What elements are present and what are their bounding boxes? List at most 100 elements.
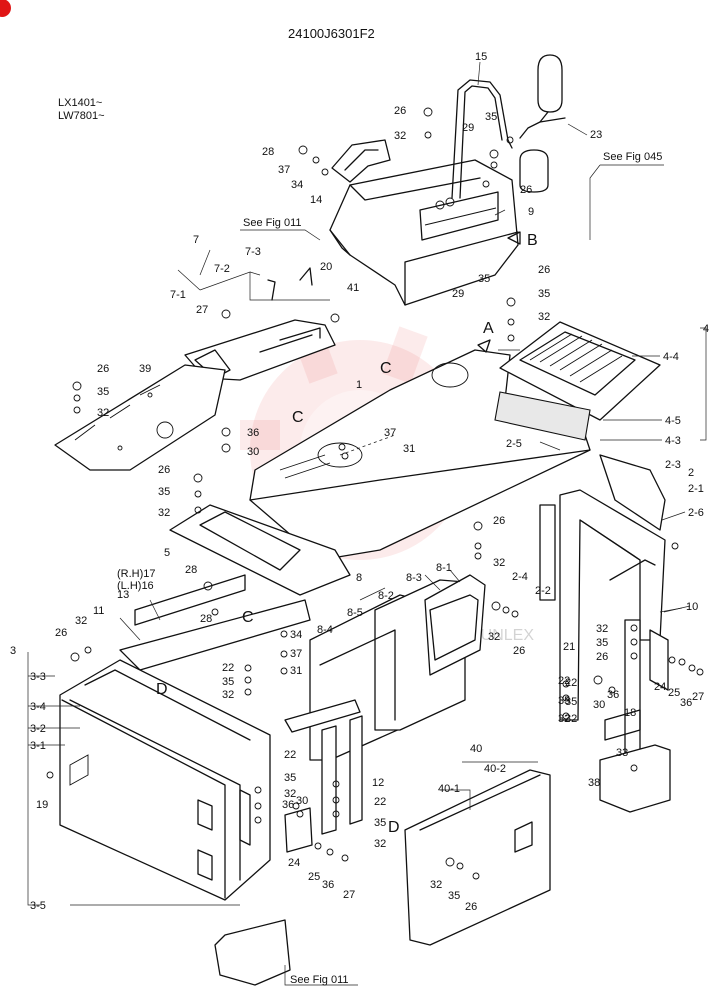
part-label: 32: [222, 689, 234, 701]
part-label: 35: [485, 111, 497, 123]
part-label: 35: [158, 486, 170, 498]
part-label: 29: [462, 122, 474, 134]
front-post: [284, 699, 363, 853]
part-label: 26: [493, 515, 505, 527]
knob-7-3: [267, 279, 276, 301]
drawing-number: 24100J6301F2: [288, 26, 375, 41]
part-label: 40-2: [484, 763, 506, 775]
part-label: 31: [290, 665, 302, 677]
model-2: LW7801~: [58, 110, 105, 122]
part-label: 2-2: [535, 585, 551, 597]
part-label: 14: [310, 194, 322, 206]
part-label: 33: [616, 747, 628, 759]
part-label: 41: [347, 282, 359, 294]
part-label: 13: [117, 589, 129, 601]
cover-plate: [169, 504, 351, 596]
part-label: 26: [465, 901, 477, 913]
part-label: 35: [448, 890, 460, 902]
grab-handle: [451, 79, 513, 199]
part-label: 32: [538, 311, 550, 323]
part-label: 32: [284, 788, 296, 800]
part-label: 35: [284, 772, 296, 784]
view-marker-d2: D: [388, 819, 400, 836]
leader-lines: [27, 61, 707, 906]
part-label: 36: [607, 689, 619, 701]
part-label: 7-1: [170, 289, 186, 301]
part-label: 28: [200, 613, 212, 625]
part-label: 30: [247, 446, 259, 458]
part-label: 25: [308, 871, 320, 883]
part-label: 19: [36, 799, 48, 811]
part-label: 26: [394, 105, 406, 117]
part-label: 22: [284, 749, 296, 761]
part-label: 28: [262, 146, 274, 158]
view-marker-c1: C: [380, 360, 392, 377]
part-label: 24: [288, 857, 300, 869]
part-label: 26: [538, 264, 550, 276]
part-label: 32: [374, 838, 386, 850]
part-label: 21: [563, 641, 575, 653]
ref-fig-011-bottom: See Fig 011: [290, 974, 349, 986]
part-label: 26: [513, 645, 525, 657]
part-label: 1: [356, 379, 362, 391]
arrow-b-icon: [507, 231, 521, 245]
part-label: 35: [596, 637, 608, 649]
part-label: 32: [488, 631, 500, 643]
ref-fig-011-top: See Fig 011: [243, 217, 302, 229]
part-label: 2-3: [665, 459, 681, 471]
part-label: 30: [296, 795, 308, 807]
part-label: 26: [158, 464, 170, 476]
view-marker-c3: C: [242, 609, 254, 626]
part-label: 35: [565, 696, 577, 708]
cap-20: [299, 267, 313, 286]
part-label: 2-5: [506, 438, 522, 450]
part-label: 2: [688, 467, 694, 479]
part-label: 26: [520, 184, 532, 196]
part-label: 36: [247, 427, 259, 439]
part-label: 8-4: [317, 624, 333, 636]
part-label: 32: [596, 623, 608, 635]
part-label: 7-2: [214, 263, 230, 275]
part-label: 9: [528, 206, 534, 218]
part-label: 20: [320, 261, 332, 273]
base-frame: [214, 919, 291, 986]
part-label: 5: [164, 547, 170, 559]
part-label: 38: [588, 777, 600, 789]
part-label: 8-1: [436, 562, 452, 574]
part-label: 32: [558, 713, 570, 725]
part-label: 36: [322, 879, 334, 891]
part-label: 3: [10, 645, 16, 657]
part-label: 23: [590, 129, 602, 141]
part-label: 2-1: [688, 483, 704, 495]
part-label: 2-4: [512, 571, 528, 583]
part-label: 35: [478, 273, 490, 285]
view-marker-d1: D: [156, 681, 168, 698]
part-label: 36: [680, 697, 692, 709]
part-label: 12: [372, 777, 384, 789]
part-label: 3-4: [30, 701, 46, 713]
part-label: 40: [470, 743, 482, 755]
part-label: 37: [290, 648, 302, 660]
part-label: 27: [692, 691, 704, 703]
part-label: 18: [624, 707, 636, 719]
part-label: (R.H)17: [117, 568, 156, 580]
part-label: 3-2: [30, 723, 46, 735]
part-label: 31: [403, 443, 415, 455]
reservoir-tank: [519, 54, 566, 193]
part-label: 2-6: [688, 507, 704, 519]
fasteners: [46, 107, 704, 880]
part-label: 32: [97, 407, 109, 419]
part-label: 37: [384, 427, 396, 439]
floor-plate: [54, 364, 226, 471]
part-label: 32: [75, 615, 87, 627]
part-label: 32: [493, 557, 505, 569]
part-label: 26: [55, 627, 67, 639]
part-label: 4: [703, 323, 709, 335]
part-label: 15: [475, 51, 487, 63]
part-label: 35: [558, 695, 570, 707]
part-label: 28: [185, 564, 197, 576]
part-label: 32: [430, 879, 442, 891]
part-label: 37: [278, 164, 290, 176]
